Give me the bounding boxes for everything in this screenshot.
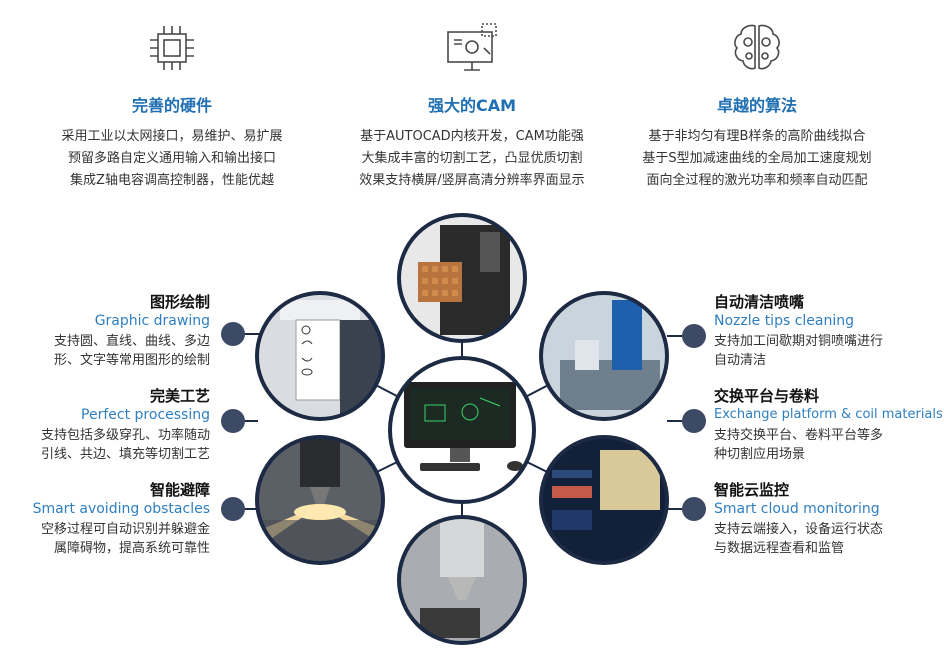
feature-title: 强大的CAM — [427, 96, 517, 115]
item-title: 完美工艺 — [149, 387, 210, 405]
image-cutting-head — [399, 215, 525, 341]
item-smart-avoiding: 智能避障 Smart avoiding obstacles 空移过程可自动识别并… — [0, 480, 210, 558]
bullet-dot — [221, 322, 245, 346]
feature-title: 卓越的算法 — [716, 96, 797, 115]
feature-desc: 采用工业以太网接口，易维护、易扩展预留多路自定义通用输入和输出接口集成Z轴电容调… — [61, 129, 283, 188]
item-subtitle: Smart cloud monitoring — [714, 501, 880, 517]
feature-desc: 基于非均匀有理B样条的高阶曲线拟合基于S型加减速曲线的全局加工速度规划面向全过程… — [642, 129, 872, 188]
bullet-dot — [221, 409, 245, 433]
bullet-dot — [682, 409, 706, 433]
item-desc: 支持云端接入，设备运行状态与数据远程查看和监管 — [714, 522, 884, 556]
item-desc: 支持交换平台、卷料平台等多种切割应用场景 — [714, 428, 884, 462]
chip-icon — [142, 18, 202, 78]
item-title: 智能避障 — [149, 481, 210, 499]
item-subtitle: Smart avoiding obstacles — [32, 501, 210, 517]
item-title: 交换平台与卷料 — [714, 387, 820, 405]
item-graphic-drawing: 图形绘制 Graphic drawing 支持圆、直线、曲线、多边形、文字等常用… — [0, 292, 210, 370]
bullet-dot — [682, 497, 706, 521]
item-cloud-monitoring: 智能云监控 Smart cloud monitoring 支持云端接入，设备运行… — [714, 480, 944, 558]
item-title: 自动清洁喷嘴 — [714, 293, 805, 311]
feature-cam: 强大的CAM 基于AUTOCAD内核开发，CAM功能强大集成丰富的切割工艺，凸显… — [322, 18, 622, 192]
item-title: 图形绘制 — [149, 293, 210, 311]
item-subtitle: Perfect processing — [81, 407, 210, 423]
brain-gear-icon — [727, 18, 787, 78]
monitor-icon — [442, 18, 502, 78]
item-exchange-platform: 交换平台与卷料 Exchange platform & coil materia… — [714, 386, 944, 464]
item-desc: 支持包括多级穿孔、功率随动引线、共边、填充等切割工艺 — [40, 428, 210, 462]
item-title: 智能云监控 — [714, 481, 790, 499]
image-cloud-monitoring — [541, 437, 667, 563]
item-perfect-processing: 完美工艺 Perfect processing 支持包括多级穿孔、功率随动引线、… — [0, 386, 210, 464]
item-desc: 支持圆、直线、曲线、多边形、文字等常用图形的绘制 — [53, 334, 210, 368]
feature-algorithm: 卓越的算法 基于非均匀有理B样条的高阶曲线拟合基于S型加减速曲线的全局加工速度规… — [607, 18, 907, 192]
item-nozzle-cleaning: 自动清洁喷嘴 Nozzle tips cleaning 支持加工间歇期对铜喷嘴进… — [714, 292, 944, 370]
bullet-dot — [682, 324, 706, 348]
feature-desc: 基于AUTOCAD内核开发，CAM功能强大集成丰富的切割工艺，凸显优质切割效果支… — [359, 129, 585, 188]
image-control-computer — [390, 358, 534, 502]
image-laser-head — [399, 517, 525, 643]
item-subtitle: Graphic drawing — [94, 313, 210, 329]
item-subtitle: Nozzle tips cleaning — [714, 313, 854, 329]
feature-title: 完善的硬件 — [131, 96, 212, 115]
feature-hardware: 完善的硬件 采用工业以太网接口，易维护、易扩展预留多路自定义通用输入和输出接口集… — [22, 18, 322, 192]
image-nozzle-cleaning — [541, 293, 667, 419]
bullet-dot — [221, 497, 245, 521]
item-desc: 空移过程可自动识别并躲避金属障碍物，提高系统可靠性 — [40, 522, 210, 556]
item-subtitle: Exchange platform & coil materials — [714, 407, 943, 422]
item-desc: 支持加工间歇期对铜喷嘴进行自动清洁 — [714, 334, 884, 368]
